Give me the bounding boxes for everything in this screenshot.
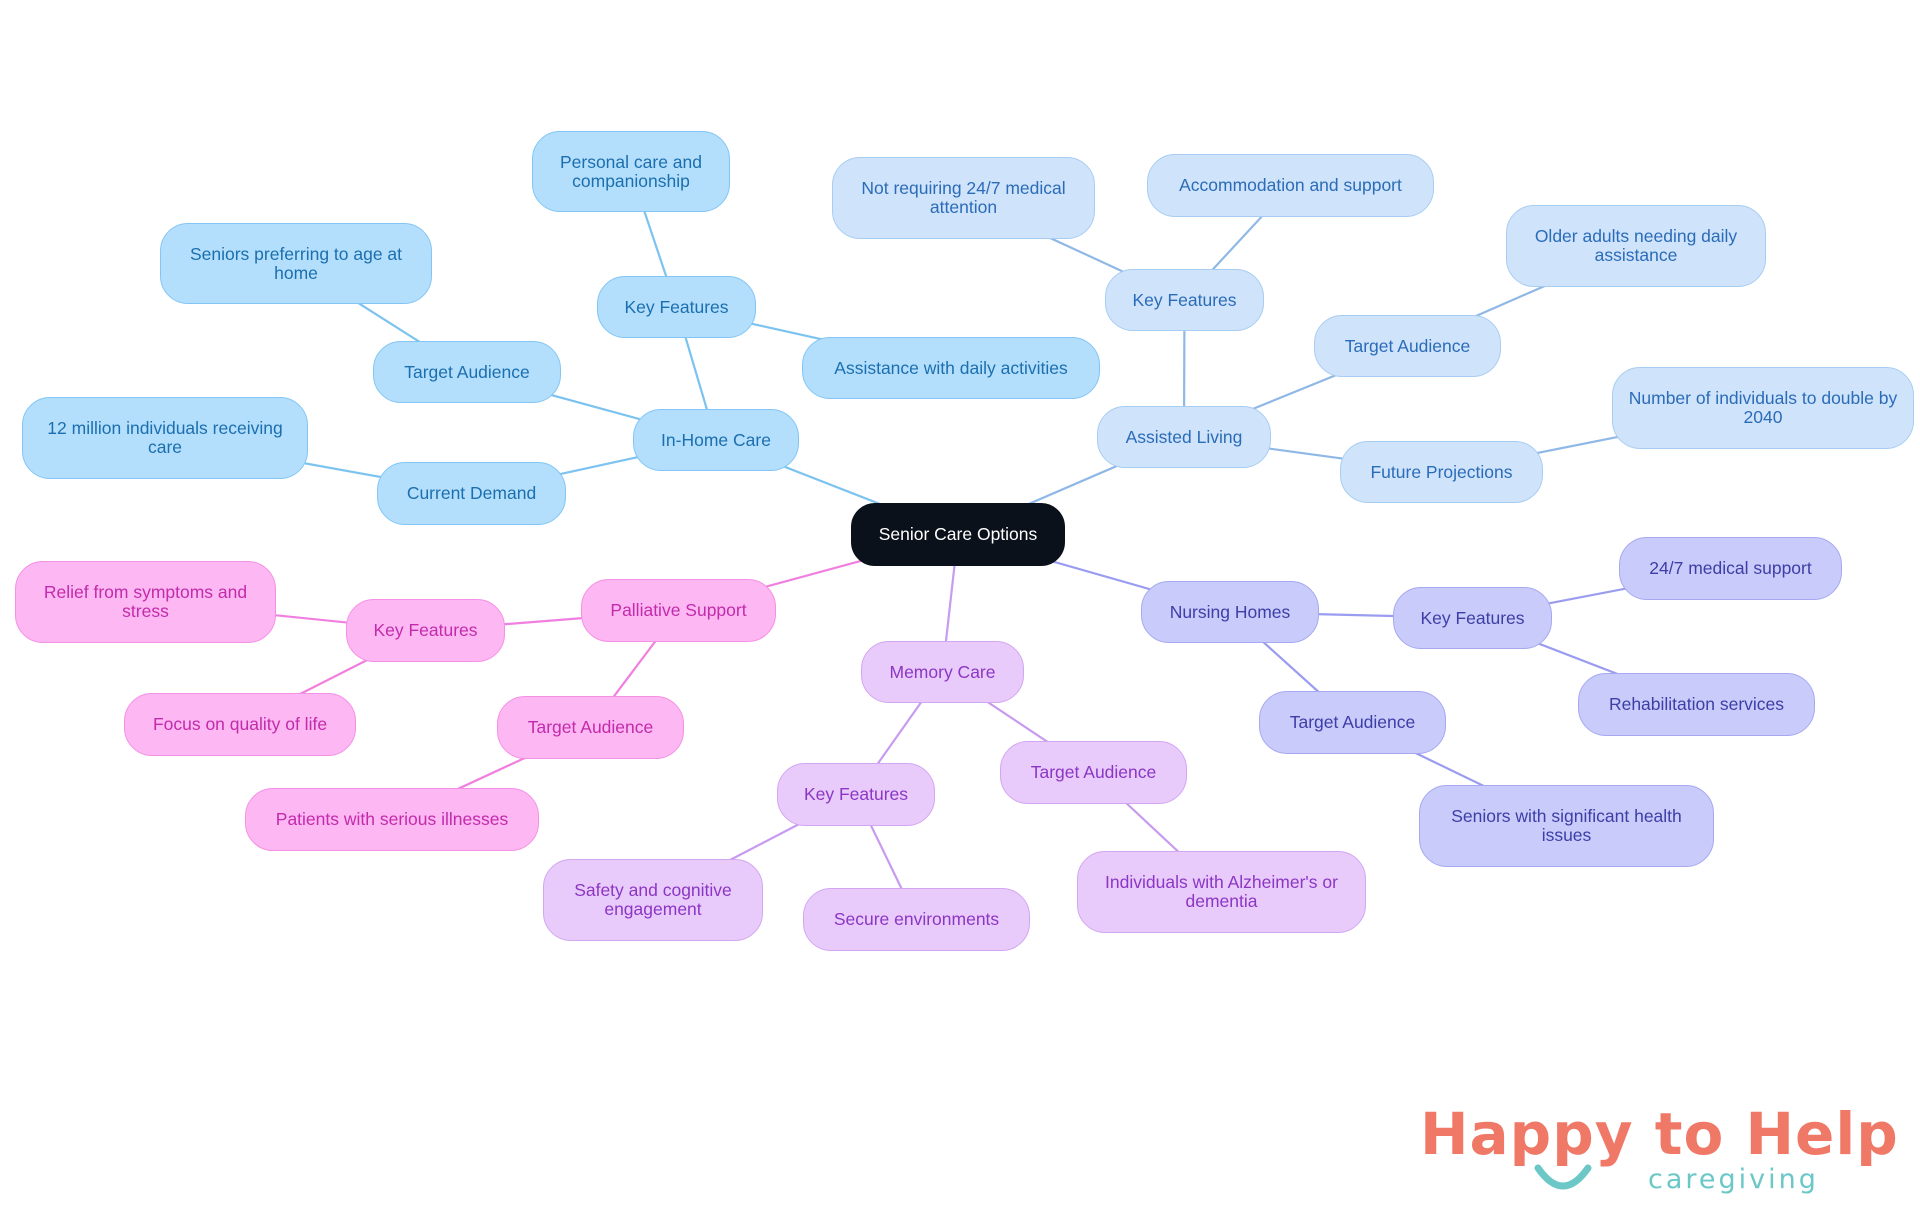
node-palliative-audience-serious-illnesses[interactable]: Patients with serious illnesses (245, 788, 539, 851)
node-assisted-living[interactable]: Assisted Living (1097, 406, 1271, 468)
node-label: Key Features (1420, 607, 1525, 628)
node-nursing-homes[interactable]: Nursing Homes (1141, 581, 1319, 643)
node-label: Target Audience (527, 717, 654, 737)
node-label: Seniors with significant health issues (1451, 806, 1682, 845)
node-in-home-demand-12-million[interactable]: 12 million individuals receiving care (22, 397, 308, 479)
node-label: Key Features (624, 296, 729, 317)
node-label: In-Home Care (661, 429, 771, 450)
node-palliative-key-features[interactable]: Key Features (346, 599, 505, 662)
node-in-home-target-audience[interactable]: Target Audience (373, 341, 561, 403)
node-label: Not requiring 24/7 medical attention (861, 178, 1066, 217)
node-label: Key Features (1132, 289, 1237, 310)
node-label: Nursing Homes (1169, 601, 1291, 622)
node-palliative-support[interactable]: Palliative Support (581, 579, 776, 642)
node-label: Memory Care (889, 661, 996, 682)
node-nursing-feature-24-7-medical[interactable]: 24/7 medical support (1619, 537, 1842, 600)
node-memory-feature-secure-environments[interactable]: Secure environments (803, 888, 1030, 951)
node-memory-key-features[interactable]: Key Features (777, 763, 935, 826)
node-label: 24/7 medical support (1649, 558, 1812, 578)
node-assisted-projection-double-2040[interactable]: Number of individuals to double by 2040 (1612, 367, 1914, 449)
node-in-home-audience-age-at-home[interactable]: Seniors preferring to age at home (160, 223, 432, 304)
node-assisted-feature-accommodation[interactable]: Accommodation and support (1147, 154, 1434, 217)
logo-wordmark: Happy to Help (1420, 1100, 1899, 1168)
node-label: Target Audience (1344, 335, 1471, 356)
node-label: Current Demand (406, 483, 537, 503)
node-palliative-feature-relief[interactable]: Relief from symptoms and stress (15, 561, 276, 643)
node-in-home-care[interactable]: In-Home Care (633, 409, 799, 471)
node-assisted-feature-not-24-7[interactable]: Not requiring 24/7 medical attention (832, 157, 1095, 239)
node-label: Assisted Living (1125, 426, 1243, 447)
node-label: Focus on quality of life (152, 714, 328, 734)
node-in-home-feature-personal-care[interactable]: Personal care and companionship (532, 131, 730, 212)
node-assisted-target-audience[interactable]: Target Audience (1314, 315, 1501, 377)
node-label: Future Projections (1370, 461, 1513, 482)
node-nursing-key-features[interactable]: Key Features (1393, 587, 1552, 649)
node-in-home-feature-daily-activities[interactable]: Assistance with daily activities (802, 337, 1100, 399)
node-assisted-audience-older-adults[interactable]: Older adults needing daily assistance (1506, 205, 1766, 287)
node-label: Assistance with daily activities (834, 357, 1068, 378)
node-in-home-current-demand[interactable]: Current Demand (377, 462, 566, 525)
node-label: Personal care and companionship (559, 151, 703, 191)
node-label: Seniors preferring to age at home (189, 243, 403, 283)
root-label: Senior Care Options (878, 524, 1038, 544)
node-label: Safety and cognitive engagement (574, 880, 732, 919)
node-label: Secure environments (833, 909, 1000, 929)
smile-icon (1534, 1164, 1592, 1190)
node-label: Target Audience (404, 361, 530, 382)
node-label: Number of individuals to double by 2040 (1628, 388, 1898, 427)
node-assisted-key-features[interactable]: Key Features (1105, 269, 1264, 331)
logo-tagline: caregiving (1648, 1164, 1819, 1195)
node-nursing-target-audience[interactable]: Target Audience (1259, 691, 1446, 754)
node-memory-care[interactable]: Memory Care (861, 641, 1024, 703)
node-label: Rehabilitation services (1608, 694, 1785, 714)
node-memory-audience-alzheimers[interactable]: Individuals with Alzheimer's or dementia (1077, 851, 1366, 933)
node-label: Palliative Support (610, 600, 747, 620)
node-label: Key Features (803, 784, 909, 804)
node-assisted-future-projections[interactable]: Future Projections (1340, 441, 1543, 503)
node-palliative-target-audience[interactable]: Target Audience (497, 696, 684, 759)
node-memory-feature-safety[interactable]: Safety and cognitive engagement (543, 859, 763, 941)
node-label: Individuals with Alzheimer's or dementia (1105, 872, 1338, 911)
node-label: Target Audience (1030, 762, 1157, 782)
node-label: Older adults needing daily assistance (1534, 226, 1738, 265)
node-label: Key Features (373, 620, 478, 640)
node-label: 12 million individuals receiving care (47, 418, 283, 457)
node-in-home-key-features[interactable]: Key Features (597, 276, 756, 338)
node-nursing-audience-significant-health[interactable]: Seniors with significant health issues (1419, 785, 1714, 867)
node-memory-target-audience[interactable]: Target Audience (1000, 741, 1187, 804)
root-node[interactable]: Senior Care Options (851, 503, 1065, 566)
happy-to-help-logo: Happy to Help caregiving (1420, 1100, 1898, 1196)
node-nursing-feature-rehabilitation[interactable]: Rehabilitation services (1578, 673, 1815, 736)
node-label: Target Audience (1289, 712, 1416, 732)
node-palliative-feature-quality-of-life[interactable]: Focus on quality of life (124, 693, 356, 756)
node-label: Relief from symptoms and stress (43, 582, 248, 621)
node-label: Patients with serious illnesses (275, 809, 509, 829)
node-label: Accommodation and support (1179, 175, 1402, 195)
